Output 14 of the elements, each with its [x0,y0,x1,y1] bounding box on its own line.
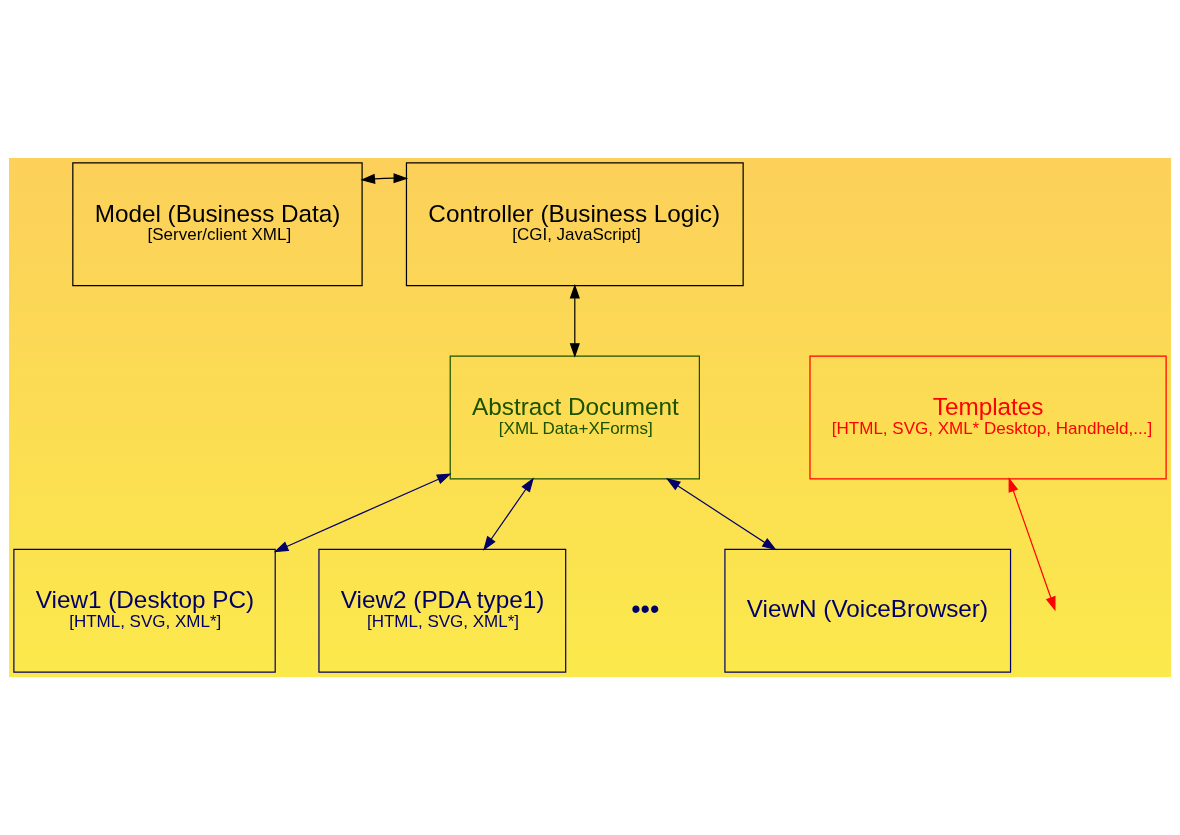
arrow [273,473,452,553]
arrow [1008,477,1056,612]
node-box: ViewN (VoiceBrowser) [724,548,1012,673]
node-box: Model (Business Data) [Server/client XML] [72,162,363,287]
arrow [360,173,409,184]
node-box: View1 (Desktop PC) [HTML, SVG, XML*] [13,548,276,673]
label: ••• [631,593,660,624]
node-box: Controller (Business Logic) [CGI, JavaScript] [405,162,744,287]
node-box: View2 (PDA type1) [HTML, SVG, XML*] [318,548,567,673]
arrow [483,477,534,551]
arrow [569,284,580,358]
arrow [665,478,777,551]
node-box: Abstract Document [XML Data+XForms] [449,355,700,480]
node-box: Templates [HTML, SVG, XML* Desktop, Handheld,...] [809,355,1167,480]
